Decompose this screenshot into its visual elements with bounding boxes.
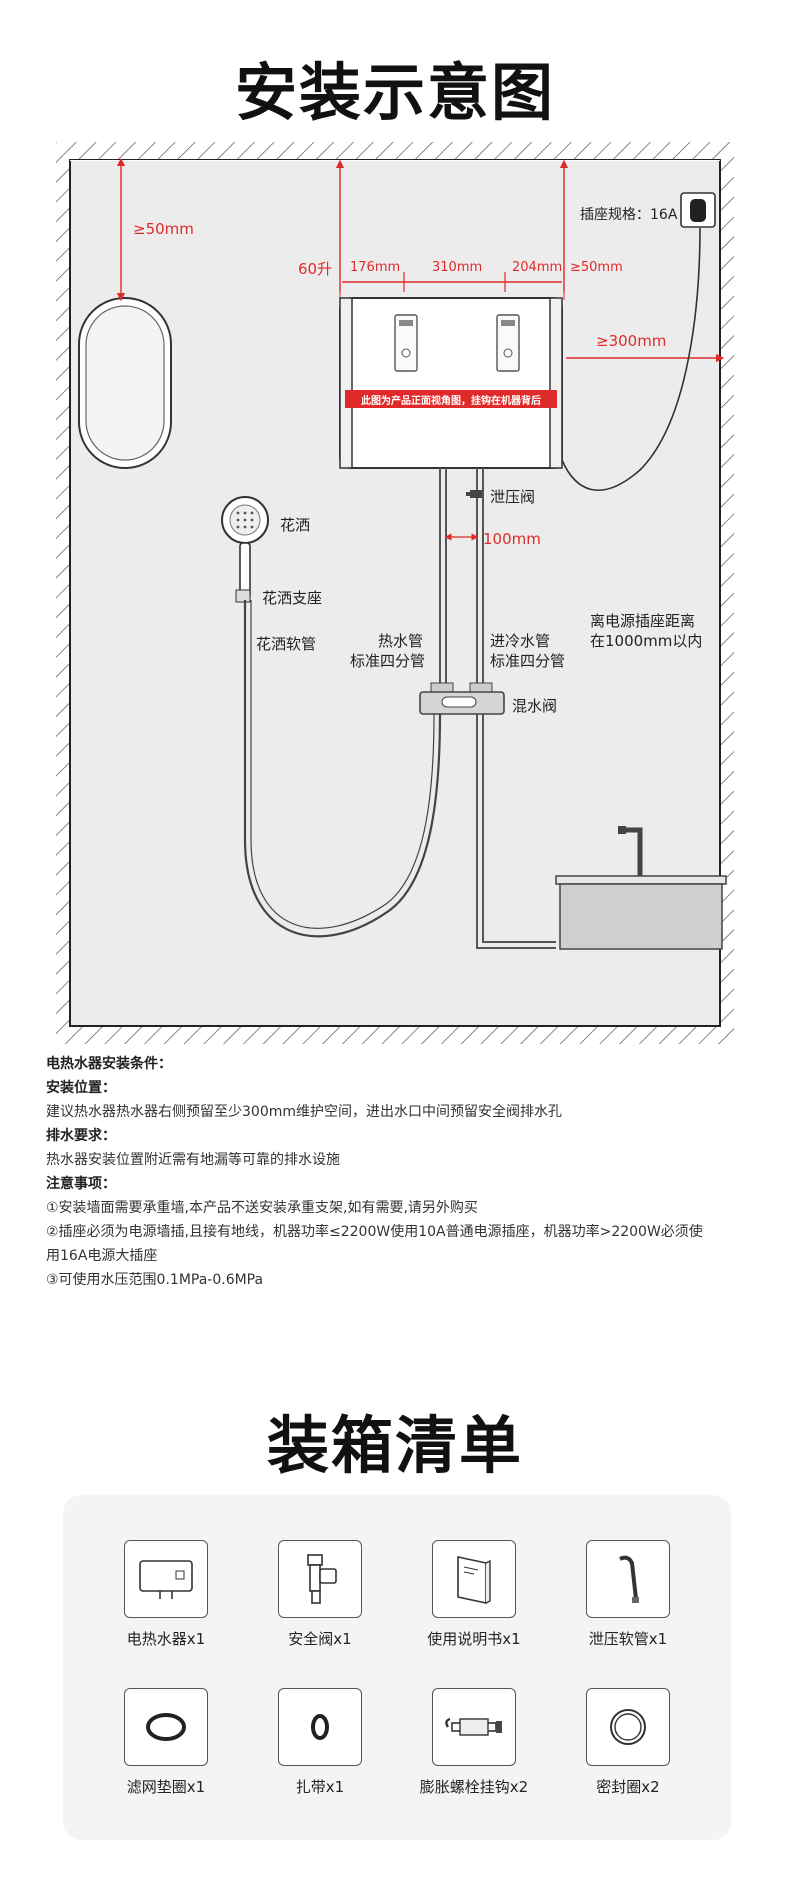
shower-hose — [243, 600, 442, 938]
socket-distance-label-2: 在1000mm以内 — [590, 632, 703, 650]
drain-text: 热水器安装位置附近需有地漏等可靠的排水设施 — [46, 1152, 340, 1168]
right-side-clearance-label: ≥300mm — [596, 332, 667, 350]
capacity-label: 60升 — [298, 260, 333, 278]
hot-pipe-label: 热水管 — [378, 632, 424, 650]
expansion-bolt-icon — [432, 1688, 516, 1766]
seal-ring-icon — [586, 1688, 670, 1766]
mixer-valve — [419, 682, 505, 715]
packing-item-label: 滤网垫圈x1 — [126, 1778, 206, 1796]
cold-pipe-spec-label: 标准四分管 — [490, 652, 566, 670]
heater-banner-text: 此图为产品正面视角图，挂钩在机器背后 — [361, 396, 541, 407]
heater-banner — [345, 390, 557, 408]
caution-3: ③可使用水压范围0.1MPa-0.6MPa — [46, 1272, 264, 1288]
cable-tie-icon — [278, 1688, 362, 1766]
water-heater — [339, 297, 563, 469]
hot-pipe-spec-label: 标准四分管 — [350, 652, 426, 670]
relief-valve-label: 泄压阀 — [490, 488, 536, 506]
packing-item: 电热水器x1 — [91, 1540, 241, 1649]
packing-item-label: 安全阀x1 — [288, 1630, 352, 1648]
power-cord — [561, 227, 701, 491]
packing-item-label: 泄压软管x1 — [588, 1630, 668, 1648]
mirror — [78, 297, 172, 469]
safety-valve-icon — [278, 1540, 362, 1618]
drain-title: 排水要求： — [46, 1128, 116, 1144]
packing-item-label: 扎带x1 — [295, 1778, 345, 1796]
width-176-label: 176mm — [350, 260, 401, 275]
notes-heading: 电热水器安装条件： — [46, 1056, 172, 1072]
cold-pipe-label: 进冷水管 — [490, 632, 551, 650]
caution-2a: ②插座必须为电源墙插,且接有地线，机器功率≤2200W使用10A普通电源插座，机… — [46, 1224, 703, 1240]
relief-hose-icon — [586, 1540, 670, 1618]
packing-item: 密封圈x2 — [553, 1688, 703, 1797]
packing-item-label: 电热水器x1 — [126, 1630, 206, 1648]
install-diagram-title: 安装示意图 — [234, 56, 555, 129]
pipe-gap-label: 100mm — [483, 530, 541, 548]
relief-valve — [466, 490, 482, 498]
filter-gasket-icon — [124, 1688, 208, 1766]
shower-head — [221, 496, 269, 600]
packing-item-label: 膨胀螺栓挂钩x2 — [419, 1778, 529, 1796]
width-310-label: 310mm — [432, 260, 483, 275]
packing-item: 安全阀x1 — [245, 1540, 395, 1649]
packing-item: 扎带x1 — [245, 1688, 395, 1797]
power-socket — [680, 192, 716, 228]
packing-list-title: 装箱清单 — [266, 1409, 523, 1482]
caution-1: ①安装墙面需要承重墙,本产品不送安装承重支架,如有需要,请另外购买 — [46, 1200, 478, 1216]
manual-icon — [432, 1540, 516, 1618]
caution-2b: 用16A电源大插座 — [46, 1248, 158, 1264]
socket-spec-label: 插座规格：16A — [580, 207, 678, 223]
sink — [555, 826, 727, 950]
installation-notes: 电热水器安装条件： 安装位置： 建议热水器热水器右侧预留至少300mm维护空间，… — [46, 1052, 766, 1292]
shower-holder — [235, 589, 251, 603]
mixer-valve-label: 混水阀 — [512, 697, 558, 715]
top-clearance-label: ≥50mm — [133, 220, 194, 238]
packing-item: 泄压软管x1 — [553, 1540, 703, 1649]
position-text: 建议热水器热水器右侧预留至少300mm维护空间，进出水口中间预留安全阀排水孔 — [46, 1104, 562, 1120]
packing-item: 使用说明书x1 — [399, 1540, 549, 1649]
socket-distance-label-1: 离电源插座距离 — [590, 612, 696, 630]
position-title: 安装位置： — [46, 1080, 116, 1096]
shower-head-label: 花洒 — [280, 516, 311, 534]
shower-hose-label: 花洒软管 — [256, 635, 317, 653]
packing-item-label: 密封圈x2 — [596, 1778, 660, 1796]
packing-list-panel: 电热水器x1 安全阀x1 使用说明书x1 泄压软管x1 滤网垫圈x1 扎带x1 — [63, 1495, 731, 1840]
caution-title: 注意事项： — [46, 1176, 116, 1192]
packing-item: 滤网垫圈x1 — [91, 1688, 241, 1797]
packing-item-label: 使用说明书x1 — [427, 1630, 521, 1648]
water-heater-icon — [124, 1540, 208, 1618]
shower-holder-label: 花洒支座 — [262, 589, 323, 607]
right-top-clearance-label: ≥50mm — [570, 260, 623, 275]
packing-item: 膨胀螺栓挂钩x2 — [399, 1688, 549, 1797]
width-204-label: 204mm — [512, 260, 563, 275]
installation-diagram — [56, 142, 734, 1044]
